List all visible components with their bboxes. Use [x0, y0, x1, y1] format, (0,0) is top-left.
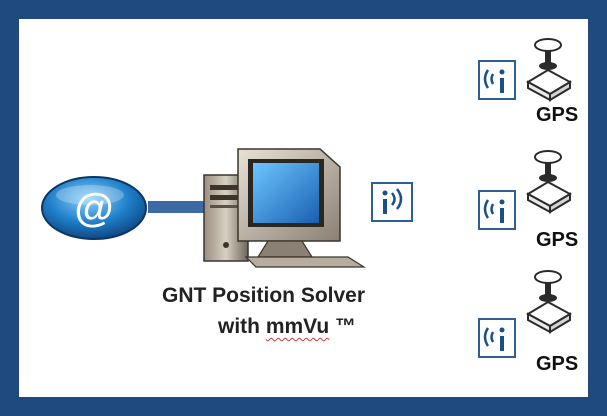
solver-subtitle-prefix: with: [218, 315, 266, 338]
gps-2-label: GPS: [536, 229, 579, 251]
computer-icon: [203, 148, 367, 268]
gps-3-antenna-icon: [525, 270, 572, 334]
solver-trademark: ™: [329, 315, 357, 338]
internet-at-icon: @: [41, 176, 147, 240]
gps-1-label: GPS: [536, 104, 579, 126]
gps-1-wireless-icon: [478, 60, 516, 100]
gps-1-antenna-icon: [525, 38, 572, 102]
connection-line: [148, 201, 210, 213]
at-symbol: @: [74, 186, 113, 230]
gps-2-antenna-icon: [525, 150, 572, 214]
gps-2-wireless-icon: [478, 190, 516, 230]
solver-subtitle: with mmVu ™: [218, 315, 356, 339]
solver-brand-name: mmVu: [265, 315, 330, 338]
wireless-icon: [371, 182, 413, 222]
gps-3-label: GPS: [536, 353, 579, 375]
gps-3-wireless-icon: [478, 318, 516, 358]
solver-title: GNT Position Solver: [162, 284, 366, 307]
